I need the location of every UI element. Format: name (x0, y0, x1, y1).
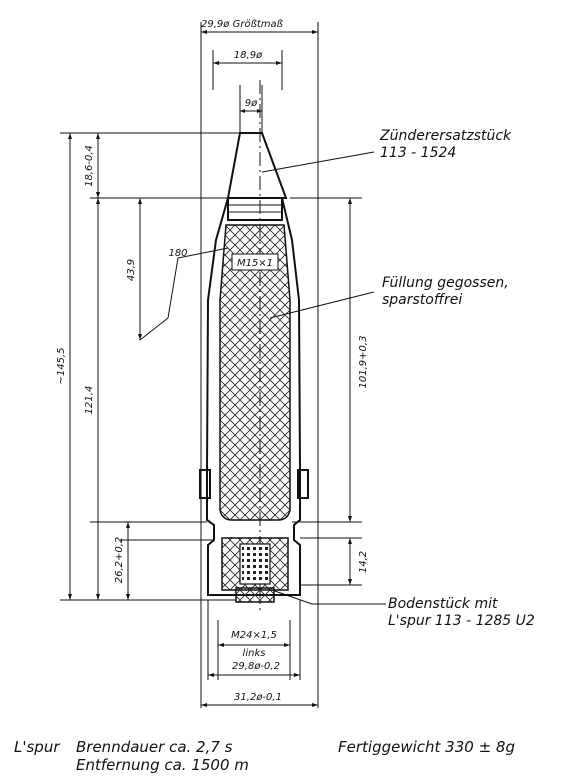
driving-band-right (297, 469, 309, 499)
thread-box (231, 253, 279, 271)
fuze-height-label: 18,6-0,4 (84, 145, 95, 187)
callout-leaders (261, 151, 386, 605)
driving-band-left (199, 469, 211, 499)
inner-length-label: 43,9 (126, 259, 137, 281)
main-length-label: 121,4 (84, 386, 95, 415)
tracer-composition (242, 546, 268, 582)
band-diameter-label: 29,8ø-0,2 (232, 661, 280, 672)
base-thread-note: links (243, 648, 266, 659)
tracer-label: L'spur (14, 738, 60, 756)
left-dimensions (60, 132, 240, 601)
top-dimensions (201, 30, 318, 113)
range-line: Entfernung ca. 1500 m (76, 756, 249, 774)
rim-diameter-label: 31,2ø-0,1 (234, 692, 282, 703)
fuze-diameter-label: 9ø (245, 98, 258, 109)
fuze-thread-section (227, 197, 283, 221)
burn-time-line: Brenndauer ca. 2,7 s (76, 738, 233, 756)
body-diameter-label: 18,9ø (234, 50, 263, 61)
overall-diameter-label: 29,9ø Größtmaß (201, 19, 283, 30)
angle-label: 180 (168, 248, 187, 259)
extension-lines (200, 22, 319, 708)
right-dimensions (290, 197, 362, 586)
fill-length-label: 101,9+0,3 (358, 336, 369, 389)
bottom-length-label: 26,2+0,2 (114, 537, 125, 584)
fuze-callout-line2: 113 - 1524 (380, 145, 456, 161)
thread-label: M15×1 (237, 258, 273, 269)
bottom-dimensions (201, 600, 318, 707)
base-callout-line2: L'spur 113 - 1285 U2 (388, 613, 535, 629)
base-length-label: 14,2 (358, 551, 369, 573)
explosive-filling (219, 224, 291, 521)
fill-callout-line1: Füllung gegossen, (382, 275, 509, 291)
total-length-label: ~145,5 (56, 347, 67, 384)
base-plug (235, 587, 275, 603)
fill-callout-line2: sparstoffrei (382, 292, 462, 308)
weight-line: Fertiggewicht 330 ± 8g (338, 738, 515, 756)
fuze-piece (226, 132, 288, 199)
base-callout-line1: Bodenstück mit (388, 596, 498, 612)
base-thread-label: M24×1,5 (231, 630, 277, 641)
fuze-callout-line1: Zünderersatzstück (379, 128, 512, 144)
